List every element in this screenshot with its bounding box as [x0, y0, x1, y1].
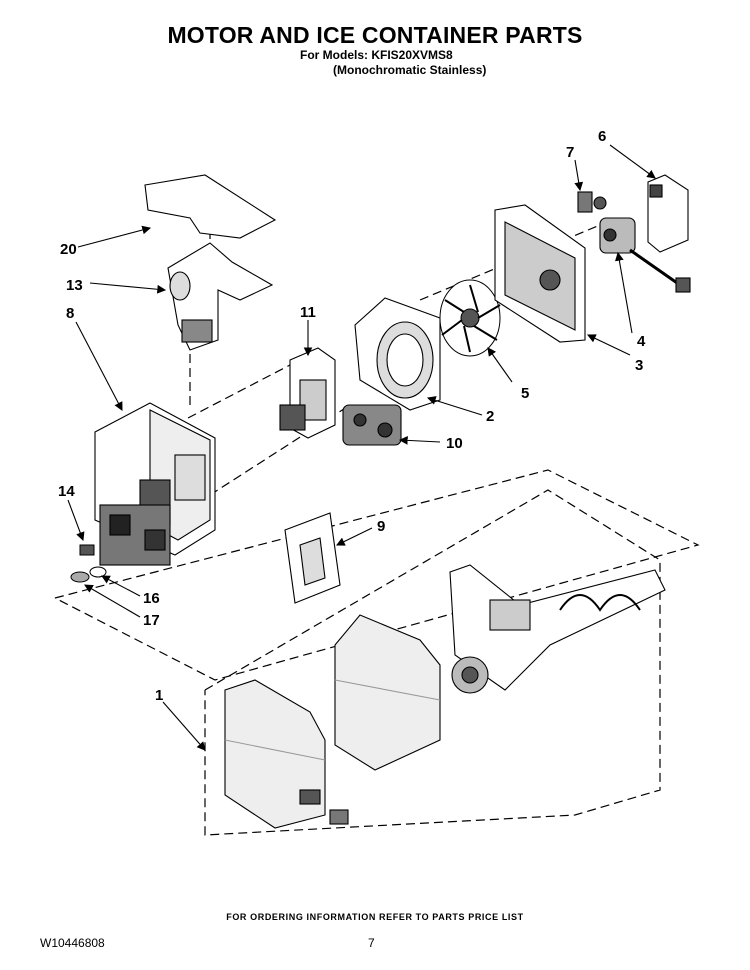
callout-7: 7: [566, 144, 574, 161]
gasket-sheet: [144, 174, 277, 239]
finish-line: (Monochromatic Stainless): [333, 63, 487, 77]
wing-nut-part: [70, 571, 90, 583]
callout-8: 8: [66, 305, 74, 322]
callout-13: 13: [66, 277, 83, 294]
callout-2: 2: [486, 408, 494, 425]
callout-10: 10: [446, 435, 463, 452]
leader-lines: [67, 144, 656, 751]
ordering-note: FOR ORDERING INFORMATION REFER TO PARTS …: [226, 912, 524, 922]
document-number: W10446808: [40, 936, 105, 950]
fan-blade-part: [439, 279, 501, 357]
callout-9: 9: [377, 518, 385, 535]
auger-motor-part: [342, 404, 402, 446]
washer-part: [89, 566, 107, 578]
callout-20: 20: [60, 241, 77, 258]
page-number: 7: [368, 936, 375, 950]
ice-bin-front-part: [224, 679, 349, 829]
callout-1: 1: [155, 687, 163, 704]
fan-motor-part: [599, 217, 691, 293]
callout-16: 16: [143, 590, 160, 607]
callout-6: 6: [598, 128, 606, 145]
ice-bin-inner-part: [334, 614, 441, 771]
screw-part: [79, 544, 95, 556]
page-title: MOTOR AND ICE CONTAINER PARTS: [167, 22, 583, 48]
callout-3: 3: [635, 357, 643, 374]
callout-4: 4: [637, 333, 646, 350]
switch-module-part: [279, 347, 336, 439]
housing-part: [94, 402, 216, 566]
callout-11: 11: [300, 304, 316, 321]
fan-shroud-part: [354, 297, 441, 411]
callout-17: 17: [143, 612, 160, 629]
models-line: For Models: KFIS20XVMS8: [300, 48, 453, 62]
face-plate-part: [284, 512, 341, 604]
ice-bin-tray-part: [449, 564, 666, 694]
bracket-part: [647, 174, 689, 253]
callout-5: 5: [521, 385, 529, 402]
rear-housing-part: [494, 204, 586, 343]
callout-14: 14: [58, 483, 75, 500]
duct-part: [167, 242, 274, 351]
clip-part: [577, 191, 607, 213]
